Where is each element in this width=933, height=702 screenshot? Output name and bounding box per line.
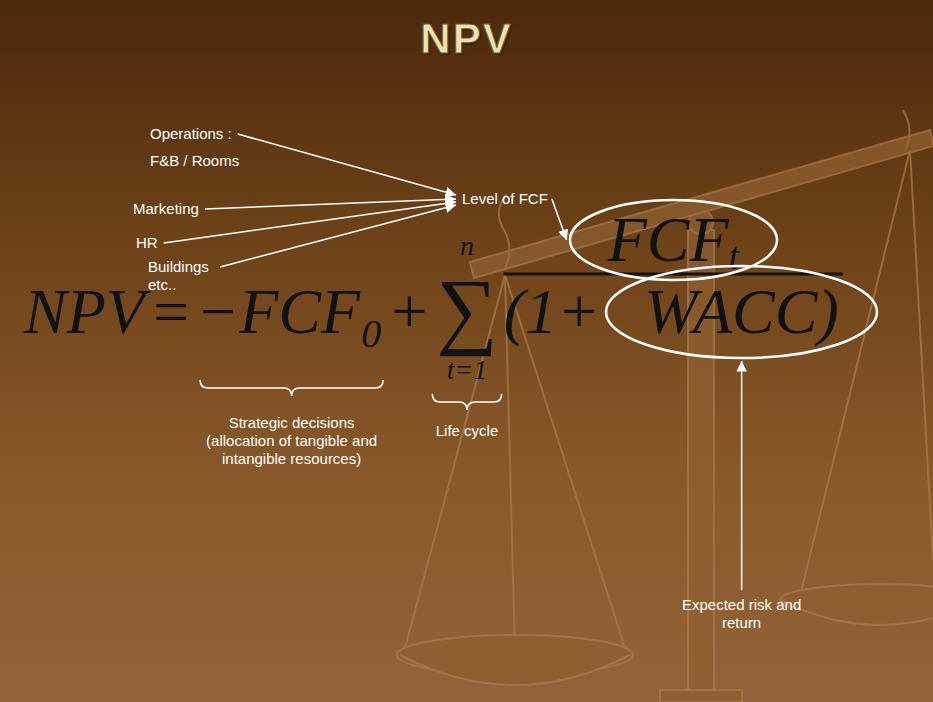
formula-group: FCFt — [608, 208, 739, 272]
callout-text: Marketing — [133, 200, 199, 218]
callout-text: HR — [136, 234, 158, 252]
callout-text: Operations : — [150, 125, 232, 143]
callout-text: Level of FCF — [462, 190, 548, 208]
formula-text: (1+ — [504, 280, 601, 344]
sum-upper-limit: n — [460, 232, 474, 260]
leader-arrow — [741, 361, 743, 590]
callout-text: F&B / Rooms — [150, 152, 239, 170]
leader-arrow — [552, 199, 567, 240]
brace — [200, 380, 383, 396]
formula-text: −FCF — [196, 280, 360, 344]
annotation-text: Strategic decisions (allocation of tangi… — [202, 414, 382, 468]
leader-arrow — [238, 134, 456, 195]
formula-text: + — [387, 280, 430, 344]
ellipse-outline — [606, 266, 877, 358]
annotation-text: Life cycle — [436, 422, 499, 440]
brace — [432, 394, 501, 410]
sum-lower-limit: t=1 — [447, 356, 488, 384]
leader-arrow — [220, 205, 456, 267]
highlight-ellipse: FCFt — [568, 198, 779, 282]
formula-text: NPV — [24, 280, 145, 344]
leader-arrow — [164, 202, 456, 243]
highlight-ellipse: WACC) — [604, 264, 879, 360]
slide-title: NPV — [0, 16, 933, 62]
ellipse-outline — [570, 200, 777, 280]
annotation-text: Expected risk and return — [677, 596, 807, 632]
formula-subscript: 0 — [361, 314, 381, 354]
formula-group: WACC) — [644, 280, 839, 344]
formula-text: FCF — [608, 204, 729, 275]
formula-subscript: t — [729, 235, 740, 277]
formula-text: WACC) — [644, 276, 839, 347]
sum-symbol: ∑ — [436, 266, 497, 352]
formula-text: = — [149, 280, 192, 344]
